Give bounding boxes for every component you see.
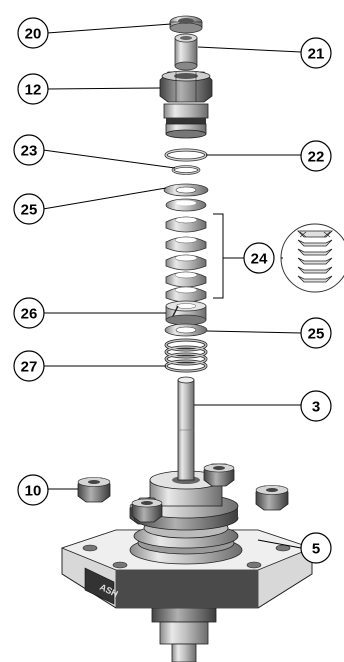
svg-text:22: 22 bbox=[308, 149, 325, 166]
svg-text:20: 20 bbox=[25, 26, 42, 43]
part-25-washer-lower bbox=[164, 323, 208, 337]
callout-26: 26 bbox=[13, 297, 45, 329]
svg-text:26: 26 bbox=[21, 306, 38, 323]
mounting-nut-right-front bbox=[131, 497, 163, 523]
callout-24: 24 bbox=[243, 242, 275, 274]
part-10-hex-nut-right bbox=[255, 485, 289, 511]
part-3-stem bbox=[133, 376, 239, 531]
callout-20: 20 bbox=[17, 17, 49, 49]
leader-lines bbox=[42, 23, 302, 549]
part-10-hex-nut-left bbox=[77, 477, 111, 503]
part-5-base-flange bbox=[60, 517, 314, 662]
part-20-cap bbox=[169, 15, 203, 34]
part-22-ring bbox=[164, 148, 208, 162]
part-24-packing-stack bbox=[165, 198, 207, 303]
callout-22: 22 bbox=[300, 140, 332, 172]
svg-text:3: 3 bbox=[312, 399, 320, 416]
packing-detail-inset bbox=[280, 223, 344, 293]
callout-12: 12 bbox=[17, 73, 49, 105]
callout-25-upper: 25 bbox=[13, 193, 45, 225]
callout-3: 3 bbox=[300, 390, 332, 422]
bracket-24 bbox=[213, 213, 224, 299]
svg-text:21: 21 bbox=[308, 46, 325, 63]
svg-text:25: 25 bbox=[308, 326, 325, 343]
svg-text:10: 10 bbox=[25, 483, 42, 500]
svg-text:25: 25 bbox=[21, 202, 38, 219]
callout-5: 5 bbox=[300, 532, 332, 564]
callout-25-lower: 25 bbox=[300, 317, 332, 349]
svg-text:5: 5 bbox=[312, 541, 320, 558]
callout-23: 23 bbox=[13, 134, 45, 166]
mounting-nut-back bbox=[203, 463, 235, 487]
svg-text:27: 27 bbox=[21, 359, 38, 376]
callout-27: 27 bbox=[13, 350, 45, 382]
part-12-hex-nut bbox=[159, 70, 213, 139]
svg-text:12: 12 bbox=[25, 82, 42, 99]
callout-21: 21 bbox=[300, 37, 332, 69]
part-25-washer-upper bbox=[163, 183, 209, 197]
part-27-spring bbox=[164, 338, 208, 373]
part-26-adapter bbox=[165, 300, 207, 326]
svg-text:23: 23 bbox=[21, 143, 38, 160]
svg-text:24: 24 bbox=[251, 251, 268, 268]
callout-10: 10 bbox=[17, 474, 49, 506]
part-21-sleeve bbox=[174, 33, 198, 71]
part-23-ring bbox=[171, 165, 201, 175]
